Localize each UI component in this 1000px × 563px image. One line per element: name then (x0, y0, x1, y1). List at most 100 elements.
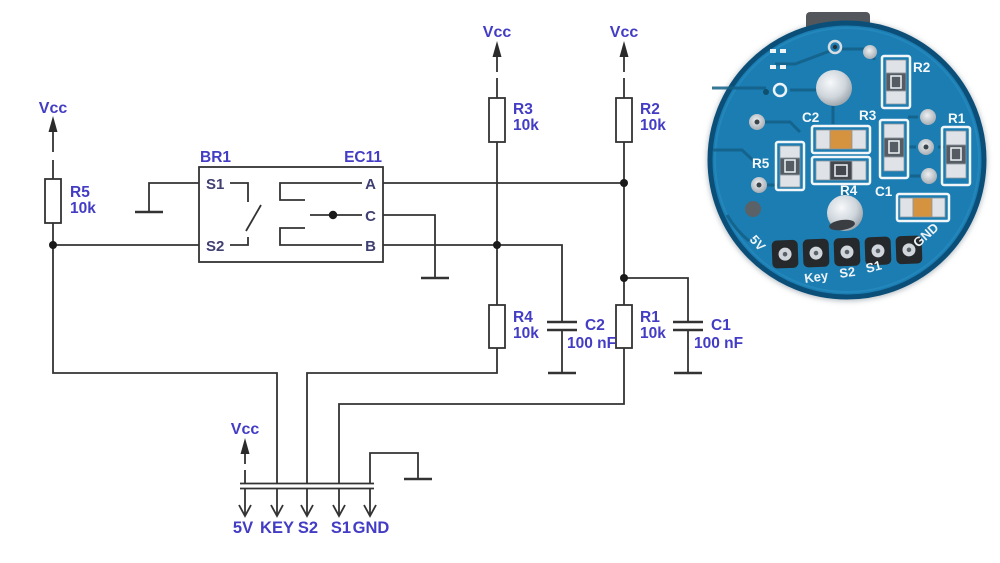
round-pad (921, 168, 937, 184)
smd-resistor-R5 (779, 145, 801, 188)
resistor-R5-ref: R5 (70, 184, 90, 201)
silkscreen-marks (763, 49, 788, 98)
junction-r1-c1 (620, 274, 628, 282)
connector-pin-s2: S2 (298, 519, 318, 537)
silk-outline-C2 (810, 124, 872, 155)
silk-dash (780, 49, 786, 53)
connector-pin-s1: S1 (331, 519, 351, 537)
silk-outline-R5 (774, 140, 806, 192)
smd-resistor-R2 (885, 59, 907, 105)
round-pad-hole (754, 119, 760, 125)
smd-pad (851, 160, 867, 181)
vcc-arrow-connector (240, 438, 250, 454)
header-pad-hole (782, 251, 788, 257)
vcc-label-r5: Vcc (39, 100, 68, 117)
connector-pin-gnd: GND (353, 519, 390, 537)
resistor-R3-ref: R3 (513, 101, 533, 118)
header-pad-4 (864, 236, 892, 266)
connector-arrowheads (238, 504, 377, 518)
smd-resistor-R3 (883, 123, 905, 172)
pcb-trace (775, 46, 839, 66)
round-pad-hole (923, 144, 929, 150)
round-pad-hole (756, 182, 762, 188)
smd-body (829, 160, 853, 181)
solder-blob-bottom-smudge (829, 219, 855, 231)
smd-body (829, 129, 853, 150)
vcc-label-r3: Vcc (483, 24, 512, 41)
ground-symbols (135, 210, 702, 481)
silk-outline-C1 (895, 192, 951, 223)
silk-outline-R3 (878, 118, 910, 180)
header-pad-hole (813, 250, 819, 256)
pcb-round-pads (745, 45, 937, 217)
pcb-trace (765, 120, 802, 134)
smd-components (779, 59, 967, 218)
resistor-R2-body (615, 97, 633, 143)
pcb-board-inner-ring (714, 27, 980, 293)
smd-mark (888, 140, 900, 154)
smd-pad (945, 130, 967, 146)
round-pad-dark (745, 201, 761, 217)
encoder-pin-c: C (365, 208, 376, 225)
capacitor-C1-value: 100 nF (694, 335, 743, 352)
capacitor-C2-value: 100 nF (567, 335, 616, 352)
solder-blob-top (816, 70, 852, 106)
smd-mark (834, 164, 848, 177)
encoder-switch-symbol (230, 182, 362, 246)
silk-dash (770, 49, 776, 53)
resistor-R4-value: 10k (513, 325, 539, 342)
smd-pad (883, 123, 905, 139)
schematic: Vcc Vcc Vcc Vcc BR1 EC11 S1 S2 A C B R5 … (39, 24, 743, 537)
round-pad (920, 109, 936, 125)
capacitor-C1-plates (673, 320, 703, 332)
wire-net (52, 48, 689, 515)
capacitor-C2-ref: C2 (585, 317, 605, 334)
vcc-label-r2: Vcc (610, 24, 639, 41)
silk-dot-mark (763, 89, 769, 95)
resistor-R2-value: 10k (640, 117, 666, 134)
pcb-label-R5: R5 (752, 156, 770, 171)
resistor-R1-body (615, 304, 633, 349)
pcb-label-R3: R3 (859, 108, 877, 123)
silk-outline-R1 (940, 125, 972, 187)
header-pad-hole (844, 249, 850, 255)
header-pad-hole (906, 247, 912, 253)
pcb-label-C1: C1 (875, 184, 893, 199)
smd-mark (890, 75, 902, 89)
pcb-pin-label-key: Key (803, 268, 829, 286)
resistor-R1-ref: R1 (640, 309, 660, 326)
smd-capacitor-C2 (815, 129, 867, 150)
smd-pad (779, 145, 801, 159)
encoder-part: EC11 (344, 149, 382, 166)
smd-pad (851, 129, 867, 150)
smd-pad (945, 163, 967, 179)
smd-pad (899, 197, 914, 218)
silk-dash (780, 65, 786, 69)
header-pad-hole (875, 248, 881, 254)
smd-resistor-R4 (815, 160, 867, 181)
smd-pad (885, 59, 907, 74)
smd-mark (784, 159, 796, 173)
via-hole (832, 44, 838, 50)
smd-pad (815, 129, 831, 150)
resistor-R3-body (488, 97, 506, 143)
resistor-R5-value: 10k (70, 200, 96, 217)
pcb-board (707, 20, 987, 300)
connector-pin-key: KEY (260, 519, 294, 537)
smd-pad (885, 90, 907, 105)
smd-pad (931, 197, 946, 218)
capacitor-C1-ref: C1 (711, 317, 731, 334)
pcb-trace (725, 214, 750, 243)
round-pad (863, 45, 877, 59)
encoder-pin-s1: S1 (206, 176, 224, 193)
silk-circle-mark (772, 82, 788, 98)
resistor-R2-ref: R2 (640, 101, 660, 118)
header-pad-1 (771, 239, 799, 269)
smd-capacitor-C1 (899, 197, 946, 218)
encoder-pin-s2: S2 (206, 238, 224, 255)
junction-s2-r5 (49, 241, 57, 249)
vcc-arrow-r5 (48, 116, 58, 132)
resistor-R3-value: 10k (513, 117, 539, 134)
encoder-ref: BR1 (200, 149, 231, 166)
